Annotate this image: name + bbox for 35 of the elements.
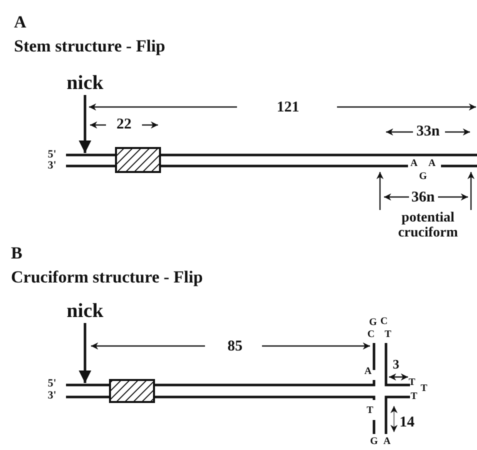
dimension-label: 36n xyxy=(411,190,435,206)
dimension-label: 22 xyxy=(116,118,132,132)
base-letter: A xyxy=(364,367,372,377)
dimension-label: 14 xyxy=(400,416,414,430)
arrow xyxy=(78,95,92,153)
dimension-label: 3 xyxy=(392,358,400,370)
base-letter: T xyxy=(420,384,428,394)
dna-strand-drawing xyxy=(66,154,477,168)
strand-end-label: 5' xyxy=(48,150,56,160)
dimension-label: 33n xyxy=(416,124,440,140)
arrow xyxy=(78,323,92,383)
base-letter: T xyxy=(366,406,374,416)
strand-end-label: 5' xyxy=(48,378,56,390)
annotation-text: nick xyxy=(66,73,104,93)
base-letter: T xyxy=(408,378,416,388)
base-letter: T xyxy=(410,392,418,402)
base-letter: T xyxy=(384,330,392,340)
base-letter: G xyxy=(369,318,377,328)
annotation-text: potential cruciform xyxy=(397,210,459,242)
base-letter: C xyxy=(380,317,388,327)
base-letter: C xyxy=(367,330,375,340)
base-letter: G xyxy=(370,437,378,447)
base-letter: A xyxy=(428,159,436,169)
panel-letter: A xyxy=(14,14,26,30)
strand-end-label: 3' xyxy=(48,160,56,172)
strand-end-label: 3' xyxy=(48,390,56,402)
annotation-text: nick xyxy=(66,301,104,321)
base-letter: A xyxy=(383,437,391,447)
dimension-label: 121 xyxy=(276,100,300,116)
base-letter: G xyxy=(419,172,427,182)
panel-letter: B xyxy=(11,244,22,262)
base-letter: A xyxy=(410,159,418,169)
panel-title: Stem structure - Flip xyxy=(14,38,166,54)
dimension-label: 85 xyxy=(228,340,242,354)
panel-title: Cruciform structure - Flip xyxy=(11,268,203,286)
